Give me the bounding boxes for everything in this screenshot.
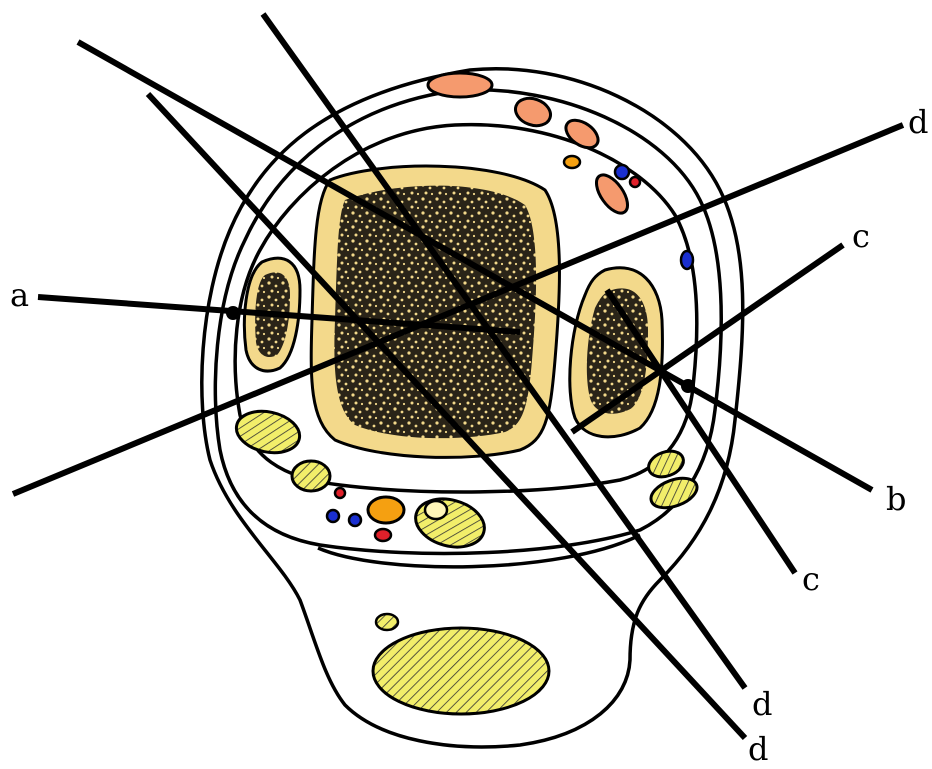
- label-c-bottom: c: [802, 560, 820, 598]
- vein-right: [681, 251, 693, 269]
- label-a: a: [10, 276, 29, 314]
- tendon-left-2: [292, 461, 330, 491]
- dot-a: [226, 306, 240, 320]
- artery-top: [630, 177, 640, 187]
- vein-posterior-1: [327, 510, 339, 522]
- label-d-bottom-2: d: [748, 730, 768, 768]
- artery-posterior-2: [375, 529, 391, 541]
- vein-posterior-2: [349, 514, 361, 526]
- small-tendon-achilles: [376, 614, 398, 630]
- tendon-center-inner: [425, 501, 447, 519]
- label-d-bottom-1: d: [752, 685, 772, 723]
- vein-top: [615, 165, 629, 179]
- dot-b: [681, 379, 695, 393]
- nerve-top: [564, 156, 580, 168]
- label-b: b: [886, 480, 906, 518]
- nerve-posterior: [368, 497, 404, 523]
- label-c-top: c: [852, 217, 870, 255]
- muscle-top-1: [428, 73, 492, 97]
- achilles-tendon: [373, 628, 549, 714]
- label-d-top: d: [908, 103, 928, 141]
- artery-posterior-1: [335, 488, 345, 498]
